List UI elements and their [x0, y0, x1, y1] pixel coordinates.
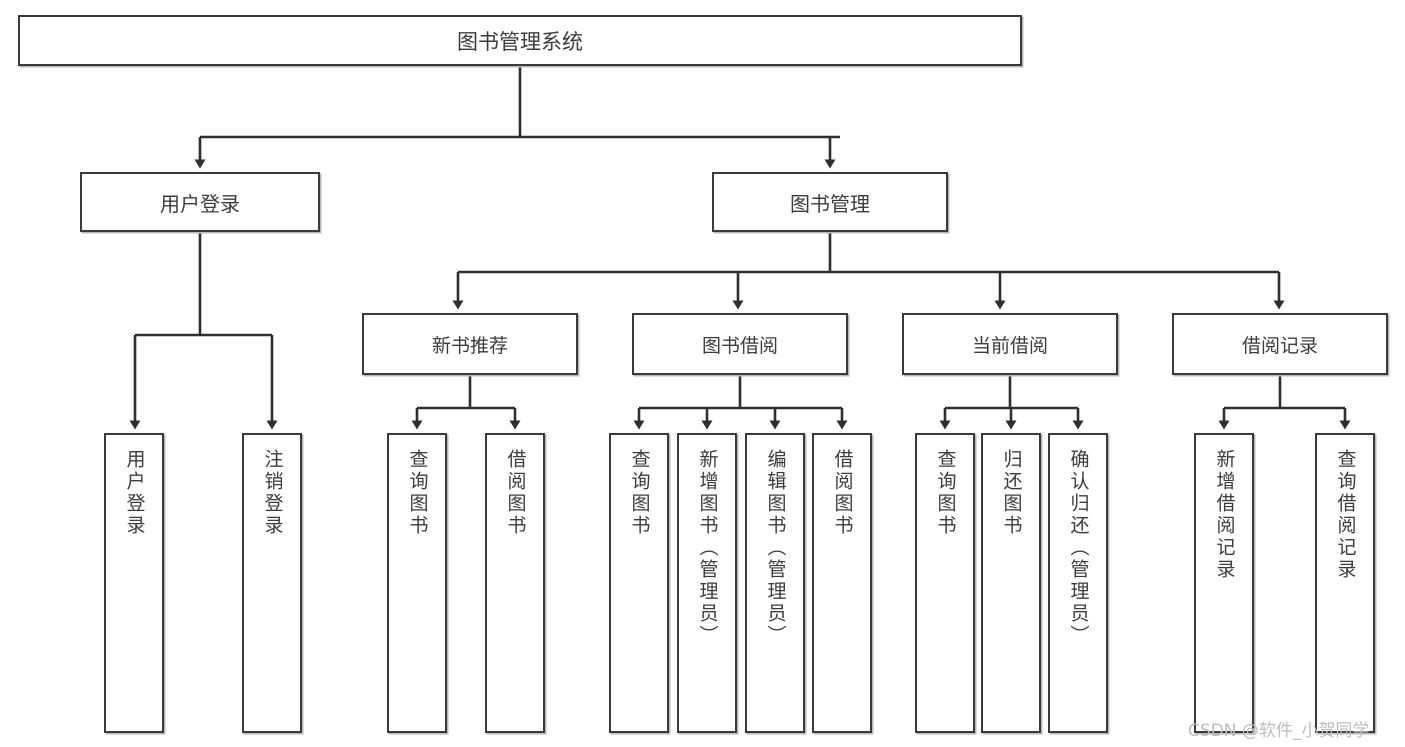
node-borrow-records-label: 借阅记录 — [1241, 334, 1318, 357]
leaf-edit-book-admin-label: 编辑图书（管理员） — [764, 449, 787, 647]
leaf-current-query-book-label: 查询图书 — [934, 449, 957, 537]
leaf-confirm-return-admin-label: 确认归还（管理员） — [1067, 449, 1090, 647]
leaf-recommend-borrow-book-label: 借阅图书 — [504, 449, 527, 537]
node-book-borrow-label: 图书借阅 — [701, 334, 778, 357]
node-user-login-label: 用户登录 — [160, 191, 240, 216]
leaf-borrow-book-label: 借阅图书 — [831, 449, 854, 537]
node-user-login[interactable]: 用户登录 — [80, 172, 320, 232]
node-book-management-label: 图书管理 — [790, 191, 870, 216]
leaf-add-book-admin[interactable]: 新增图书（管理员） — [677, 433, 737, 733]
leaf-add-book-admin-label: 新增图书（管理员） — [696, 449, 719, 647]
node-book-management[interactable]: 图书管理 — [712, 172, 948, 232]
leaf-borrow-query-book-label: 查询图书 — [628, 449, 651, 537]
leaf-return-book[interactable]: 归还图书 — [981, 433, 1041, 733]
node-new-book-recommend-label: 新书推荐 — [431, 334, 508, 357]
leaf-query-borrow-record[interactable]: 查询借阅记录 — [1315, 433, 1375, 733]
leaf-user-login-label: 用户登录 — [123, 449, 146, 537]
leaf-add-borrow-record[interactable]: 新增借阅记录 — [1194, 433, 1254, 733]
leaf-user-login[interactable]: 用户登录 — [104, 433, 164, 733]
node-root-label: 图书管理系统 — [457, 29, 583, 54]
leaf-user-logout-label: 注销登录 — [261, 449, 284, 537]
leaf-current-query-book[interactable]: 查询图书 — [915, 433, 975, 733]
leaf-recommend-query-book-label: 查询图书 — [406, 449, 429, 537]
node-root[interactable]: 图书管理系统 — [18, 15, 1022, 66]
watermark: CSDN @软件_小贺同学 — [1188, 721, 1370, 741]
leaf-borrow-query-book[interactable]: 查询图书 — [609, 433, 669, 733]
leaf-edit-book-admin[interactable]: 编辑图书（管理员） — [745, 433, 805, 733]
leaf-recommend-query-book[interactable]: 查询图书 — [387, 433, 447, 733]
leaf-confirm-return-admin[interactable]: 确认归还（管理员） — [1048, 433, 1108, 733]
node-borrow-records[interactable]: 借阅记录 — [1172, 313, 1388, 375]
leaf-add-borrow-record-label: 新增借阅记录 — [1213, 449, 1236, 581]
node-new-book-recommend[interactable]: 新书推荐 — [362, 313, 578, 375]
node-current-borrow-label: 当前借阅 — [971, 334, 1048, 357]
node-current-borrow[interactable]: 当前借阅 — [902, 313, 1118, 375]
leaf-return-book-label: 归还图书 — [1000, 449, 1023, 537]
leaf-user-logout[interactable]: 注销登录 — [242, 433, 302, 733]
leaf-query-borrow-record-label: 查询借阅记录 — [1334, 449, 1357, 581]
leaf-borrow-book[interactable]: 借阅图书 — [812, 433, 872, 733]
leaf-recommend-borrow-book[interactable]: 借阅图书 — [485, 433, 545, 733]
node-book-borrow[interactable]: 图书借阅 — [632, 313, 848, 375]
